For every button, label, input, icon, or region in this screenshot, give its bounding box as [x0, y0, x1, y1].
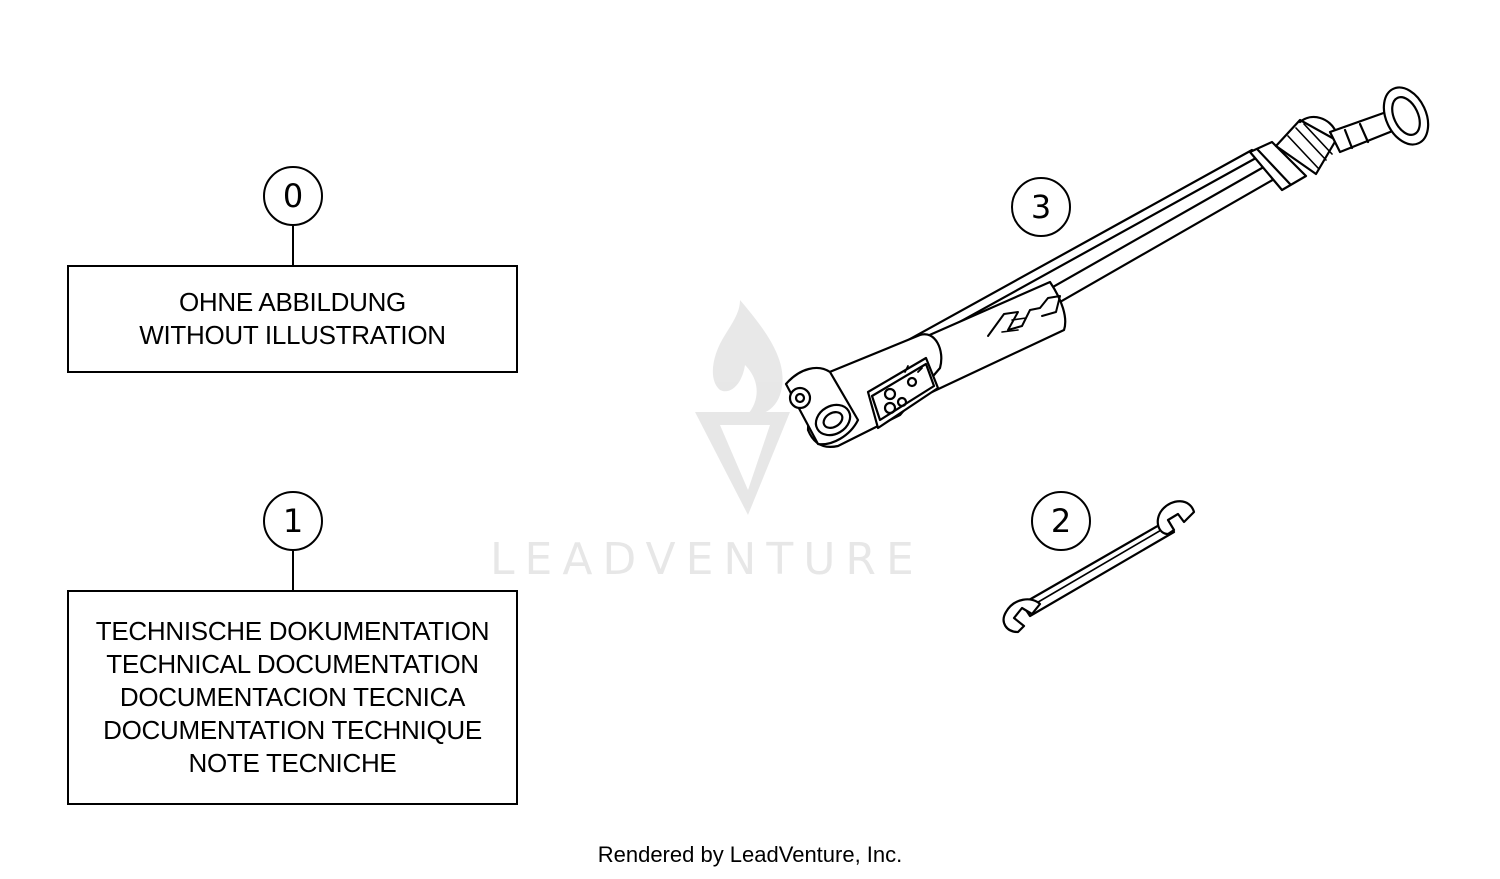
note-line: NOTE TECNICHE — [188, 748, 397, 778]
callout-0: 0 — [263, 166, 323, 226]
note-line: TECHNISCHE DOKUMENTATION — [95, 616, 490, 646]
note-line: DOCUMENTATION TECHNIQUE — [103, 715, 482, 745]
callout-3: 3 — [1011, 177, 1071, 237]
rendered-by-footer: Rendered by LeadVenture, Inc. — [597, 842, 903, 867]
callout-1: 1 — [263, 491, 323, 551]
leader-line-0 — [292, 226, 294, 266]
note-box-without-illustration: OHNE ABBILDUNG WITHOUT ILLUSTRATION — [67, 265, 518, 373]
note-line: WITHOUT ILLUSTRATION — [139, 320, 446, 350]
leader-line-1 — [292, 551, 294, 591]
note-line: OHNE ABBILDUNG — [179, 287, 406, 317]
note-box-technical-documentation: TECHNISCHE DOKUMENTATION TECHNICAL DOCUM… — [67, 590, 518, 805]
callout-2: 2 — [1031, 491, 1091, 551]
watermark-text: LEADVENTURE — [490, 534, 924, 585]
note-line: TECHNICAL DOCUMENTATION — [106, 649, 479, 679]
note-line: DOCUMENTACION TECNICA — [119, 682, 466, 712]
